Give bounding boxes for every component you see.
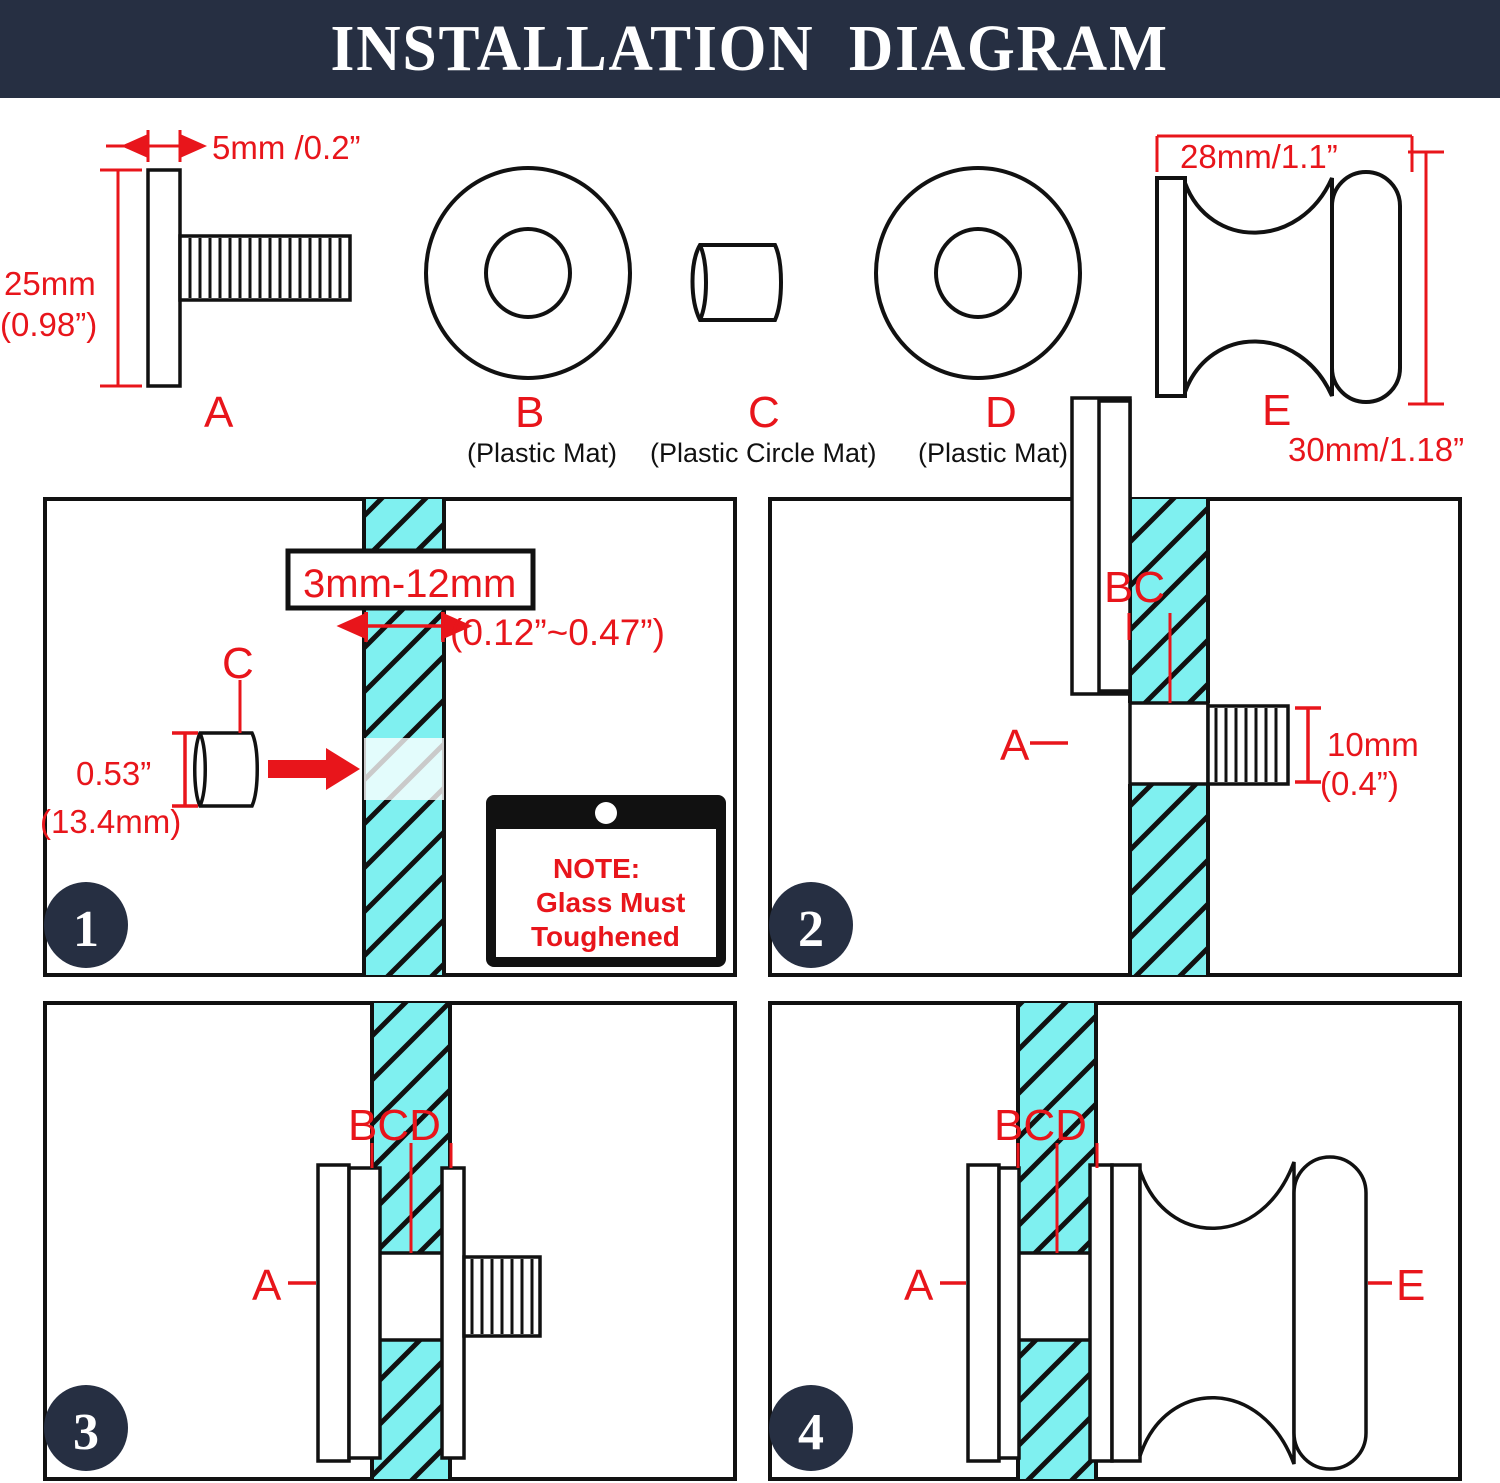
part-e-label: E [1262, 386, 1291, 435]
step2-label-a: A [1000, 721, 1030, 770]
note-line-3: Toughened [531, 921, 680, 952]
part-d-caption: (Plastic Mat) [918, 438, 1068, 468]
step-panel-1 [43, 497, 737, 977]
step3-label-a: A [252, 1261, 282, 1310]
part-d-label: D [985, 388, 1017, 437]
part-a-label: A [204, 388, 234, 437]
step-3-number: 3 [73, 1404, 99, 1461]
note-line-2: Glass Must [536, 887, 685, 918]
part-b-caption: (Plastic Mat) [467, 438, 617, 468]
part-a-width-dim: 5mm /0.2” [212, 129, 361, 166]
step1-glass-thickness-in: (0.12”~0.47”) [450, 612, 665, 653]
step-2-number: 2 [798, 901, 824, 958]
step1-glass-thickness-mm: 3mm-12mm [303, 562, 516, 606]
step2-label-bc: BC [1104, 563, 1165, 612]
step-panel-4 [768, 1001, 1462, 1481]
step2-thread-dim-in: (0.4”) [1320, 765, 1399, 802]
header-bar: INSTALLATION DIAGRAM [0, 0, 1500, 98]
part-e-height-dim: 30mm/1.18” [1288, 431, 1464, 468]
part-c-caption: (Plastic Circle Mat) [650, 438, 877, 468]
part-b-drawing [424, 166, 632, 380]
step2-thread-dim-mm: 10mm [1327, 726, 1419, 763]
part-c-drawing [690, 243, 783, 322]
part-d-drawing [874, 166, 1082, 380]
step-1-number: 1 [73, 901, 99, 958]
step3-label-bcd: BCD [348, 1101, 441, 1150]
part-e-drawing [1155, 134, 1444, 406]
step4-label-e: E [1396, 1261, 1425, 1310]
part-a-height-in: (0.98”) [0, 306, 97, 343]
part-a-height-mm: 25mm [4, 265, 96, 302]
step4-label-bcd: BCD [994, 1101, 1087, 1150]
step1-part-c-dim-mm: (13.4mm) [40, 803, 181, 840]
part-c-label: C [748, 388, 780, 437]
step1-part-c-dim-in: 0.53” [76, 755, 151, 792]
part-a-drawing [100, 130, 352, 388]
part-b-label: B [515, 388, 544, 437]
part-e-width-dim: 28mm/1.1” [1180, 138, 1338, 175]
step1-part-c-label: C [222, 639, 254, 688]
step-panel-3 [43, 1001, 737, 1481]
page-title: INSTALLATION DIAGRAM [330, 12, 1170, 85]
step4-label-a: A [904, 1261, 934, 1310]
step-4-number: 4 [798, 1404, 824, 1461]
note-line-1: NOTE: [553, 853, 640, 884]
step-panel-2 [768, 396, 1462, 977]
